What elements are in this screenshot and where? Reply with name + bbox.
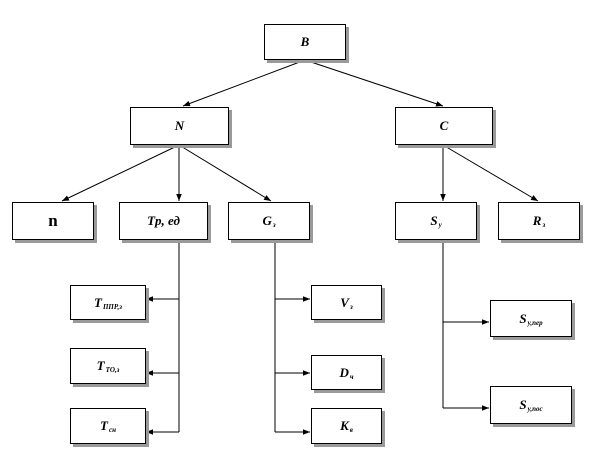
node-dch-subscript: ч: [349, 372, 354, 381]
node-t-to-subscript: ТО,з: [105, 366, 120, 374]
node-tp: Tp, ед: [119, 202, 208, 240]
node-g-label: G: [262, 213, 272, 228]
node-rz-subscript: з: [542, 221, 546, 229]
node-t-sn-subscript: сн: [108, 426, 116, 434]
node-n-lower-label: n: [48, 211, 58, 230]
node-t-ppr-subscript: ППР,з: [102, 302, 122, 311]
node-c-label: C: [439, 118, 449, 133]
node-kv-label: K: [340, 418, 349, 433]
edge-n-g: [178, 144, 272, 202]
node-n-upper: N: [130, 107, 229, 145]
node-tp-label: Tp, ед: [147, 213, 180, 228]
node-vz-subscript: з: [349, 302, 353, 311]
node-n-lower: n: [12, 202, 94, 240]
node-b-label: B: [300, 34, 310, 49]
node-sy-label: S: [430, 213, 438, 228]
edge-c-rz: [442, 144, 539, 202]
edge-n-lower-n: [61, 144, 180, 202]
edge-b-c: [304, 59, 444, 107]
node-n-upper-label: N: [174, 118, 185, 133]
edge-b-n: [182, 59, 306, 107]
node-rz-label: R: [532, 213, 542, 228]
node-sy-subscript: у: [438, 221, 442, 229]
node-sy-pos-label: S: [519, 397, 527, 412]
node-t-to-label: T: [96, 358, 105, 373]
node-sy-per-subscript: у,пер: [527, 318, 543, 327]
node-b: B: [264, 24, 346, 60]
node-sy-pos-subscript: у,пос: [527, 405, 543, 413]
node-c: C: [395, 107, 493, 145]
node-t-sn-label: T: [100, 418, 108, 433]
node-dch-label: D: [339, 364, 349, 380]
node-vz-label: V: [340, 294, 349, 310]
node-kv-subscript: в: [349, 426, 353, 434]
node-sy-per-label: S: [519, 310, 527, 326]
node-t-ppr-label: T: [94, 294, 102, 310]
node-g-subscript: з: [272, 221, 276, 229]
